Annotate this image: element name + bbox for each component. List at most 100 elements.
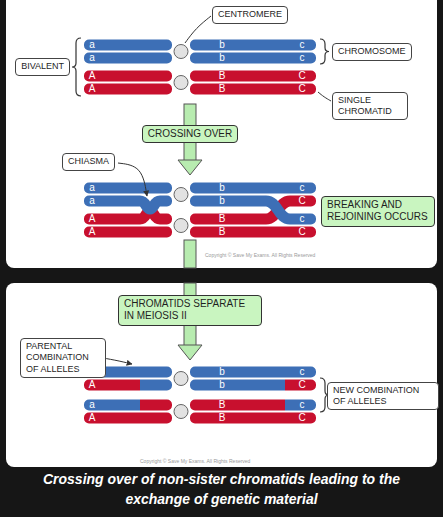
bivalent-bracket xyxy=(72,38,81,96)
chromatid-segment xyxy=(140,399,285,412)
crossover-band xyxy=(266,201,290,219)
single-chromatid-leader xyxy=(318,92,331,101)
box-text: BREAKING AND REJOINING OCCURS xyxy=(327,199,429,224)
chiasma-band xyxy=(140,201,160,209)
chromatid-segment xyxy=(84,70,316,83)
watermark: Copyright © Save My Exams. All Rights Re… xyxy=(205,253,315,258)
chromatid xyxy=(84,182,316,195)
chromatid-segment xyxy=(84,366,316,379)
allele-letter: b xyxy=(219,53,225,63)
chromatid-segment xyxy=(285,379,316,392)
box-text: CENTROMERE xyxy=(218,9,282,20)
allele-letter: C xyxy=(298,227,305,237)
arrow-shaft xyxy=(184,240,196,268)
allele-letter: A xyxy=(89,214,96,224)
allele-letter: c xyxy=(300,40,305,50)
allele-letter: B xyxy=(219,227,226,237)
process-box: BREAKING AND REJOINING OCCURS xyxy=(321,196,435,227)
allele-letter: B xyxy=(219,413,226,423)
process-box: CHROMATIDS SEPARATE IN MEIOSIS II xyxy=(118,295,262,326)
centromere xyxy=(174,372,188,386)
allele-letter: c xyxy=(300,53,305,63)
chromatid xyxy=(84,379,316,392)
caption-text: Crossing over of non-sister chromatids l… xyxy=(9,470,434,509)
chromatid-segment xyxy=(84,412,316,425)
arrow-head xyxy=(178,160,202,175)
allele-letter: B xyxy=(219,214,226,224)
caption: Crossing over of non-sister chromatids l… xyxy=(0,470,443,509)
chromatid xyxy=(84,39,316,52)
chromatid-segment xyxy=(140,379,285,392)
allele-letter: c xyxy=(300,214,305,224)
chromatid-segment xyxy=(285,399,316,412)
chromatid xyxy=(84,70,316,83)
chromatid xyxy=(84,366,316,379)
allele-letter: C xyxy=(298,413,305,423)
chromatid xyxy=(84,399,316,412)
allele-letter: B xyxy=(219,71,226,81)
chromatid-segment xyxy=(84,399,140,412)
top-panel xyxy=(6,0,437,268)
process-box: CROSSING OVER xyxy=(142,125,238,144)
arrow-head xyxy=(178,345,202,360)
chromatid xyxy=(84,412,316,425)
chromatid-segment xyxy=(290,195,316,208)
chromatid-segment xyxy=(290,213,316,226)
allele-letter: a xyxy=(89,53,95,63)
chromatid-segment xyxy=(84,379,140,392)
allele-letter: C xyxy=(298,196,305,206)
chromatid-segment xyxy=(84,182,316,195)
allele-letter: A xyxy=(89,227,96,237)
allele-letter: B xyxy=(219,400,226,410)
chromatid-segment xyxy=(84,39,316,52)
allele-letter: c xyxy=(300,183,305,193)
allele-letter: C xyxy=(298,380,305,390)
allele-letter: A xyxy=(89,71,96,81)
allele-letter: C xyxy=(298,84,305,94)
allele-letter: b xyxy=(219,380,225,390)
box-text: CHIASMA xyxy=(68,156,109,167)
chromatid xyxy=(84,52,316,65)
label-box: SINGLE CHROMATID xyxy=(332,92,408,121)
box-text: PARENTAL COMBINATION OF ALLELES xyxy=(26,341,100,375)
centromere xyxy=(174,45,188,59)
chiasma-leader xyxy=(118,163,147,196)
crossover-band xyxy=(266,201,290,219)
chromatid-segment xyxy=(84,226,316,239)
centromere xyxy=(174,76,188,90)
allele-letter: b xyxy=(219,367,225,377)
allele-letter: A xyxy=(89,84,96,94)
label-box: CHIASMA xyxy=(62,153,115,170)
box-text: CROSSING OVER xyxy=(148,128,232,141)
chromosome-bracket xyxy=(320,39,329,64)
box-text: CHROMOSOME xyxy=(338,46,406,57)
allele-letter: b xyxy=(219,196,225,206)
allele-letter: b xyxy=(219,183,225,193)
label-box: CENTROMERE xyxy=(212,6,288,23)
chromatid-segment xyxy=(84,213,140,226)
bottom-panel xyxy=(6,283,437,467)
allele-letter: a xyxy=(89,196,95,206)
allele-letter: B xyxy=(219,84,226,94)
allele-letter: b xyxy=(219,40,225,50)
chromatid xyxy=(84,226,316,239)
centromere xyxy=(174,405,188,419)
label-box: CHROMOSOME xyxy=(332,43,412,60)
centromere-leader xyxy=(185,16,211,43)
allele-letter: A xyxy=(89,413,96,423)
chromatid-segment xyxy=(84,52,316,65)
chromatid-segment xyxy=(84,195,140,208)
centromere xyxy=(174,188,188,202)
allele-letter: a xyxy=(89,183,95,193)
allele-letter: a xyxy=(89,40,95,50)
chromatid-segment xyxy=(84,83,316,96)
allele-letter: A xyxy=(89,380,96,390)
label-box: BIVALENT xyxy=(15,58,70,75)
box-text: BIVALENT xyxy=(21,61,64,72)
allele-letter: c xyxy=(300,367,305,377)
centromere xyxy=(174,219,188,233)
box-text: NEW COMBINATION OF ALLELES xyxy=(333,385,433,408)
chromatid xyxy=(84,83,316,96)
